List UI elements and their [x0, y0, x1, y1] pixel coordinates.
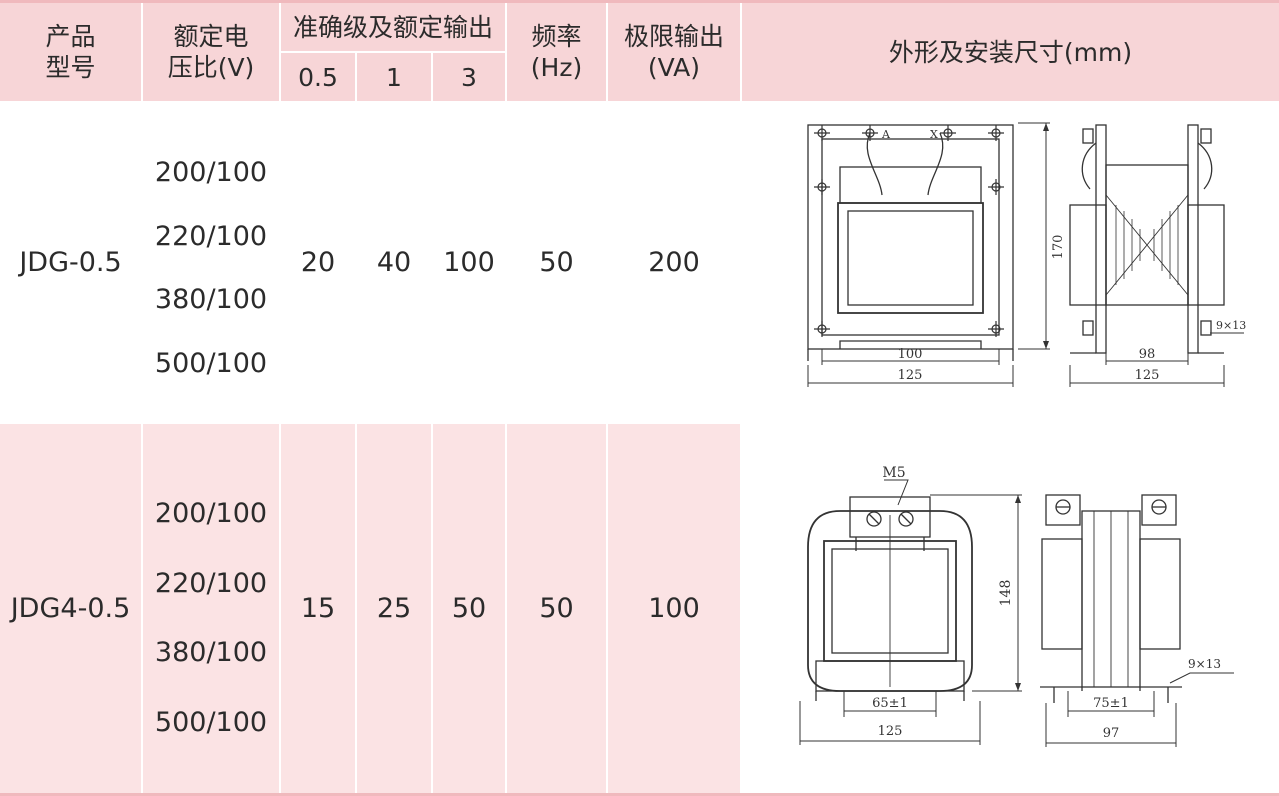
ratio-value: 220/100: [154, 220, 268, 252]
terminal-bolts: [814, 125, 1004, 337]
ratio-value: 380/100: [154, 637, 268, 669]
limit-output-cell: 100: [648, 593, 700, 624]
output-class-1: 40: [376, 247, 412, 278]
header-ratio: 额定电 压比(V): [143, 3, 279, 101]
ratio-value: 200/100: [154, 498, 268, 529]
output-class-1: 25: [376, 593, 412, 624]
front-view: [807, 124, 1014, 361]
model-cell: JDG-0.5: [19, 247, 122, 278]
slot-dimension: 9×13: [1188, 657, 1221, 671]
height-dimension: 148: [998, 580, 1014, 607]
side-width-dimension: 97: [1103, 726, 1120, 741]
header-accuracy-class-2: 3: [433, 53, 505, 101]
header-accuracy-group: 准确级及额定输出: [281, 3, 505, 51]
table-row: [0, 101, 1279, 424]
front-width-dimension: 125: [898, 368, 923, 383]
front-mount-dimension: 65±1: [872, 696, 908, 711]
terminal-a-label: A: [881, 128, 891, 141]
output-class-2: 100: [443, 247, 495, 278]
side-mount-dimension: 98: [1139, 347, 1156, 362]
terminal-x-label: X: [930, 128, 938, 141]
header-frequency: 频率 (Hz): [507, 3, 606, 101]
header-dimensions: 外形及安装尺寸(mm): [742, 3, 1279, 101]
screw-label: M5: [882, 465, 905, 481]
height-dimension: 170: [1051, 235, 1066, 260]
output-class-2: 50: [451, 593, 487, 624]
side-view: [1069, 124, 1225, 354]
side-view: [1040, 494, 1182, 703]
ratio-value: 380/100: [154, 284, 268, 316]
ratio-value: 220/100: [154, 567, 268, 599]
limit-output-cell: 200: [648, 247, 700, 278]
front-view: [807, 496, 973, 701]
header-accuracy-class-1: 1: [357, 53, 431, 101]
frequency-cell: 50: [539, 247, 574, 278]
table-top-border: [0, 0, 1279, 3]
ratio-value: 500/100: [154, 347, 268, 379]
output-class-0: 20: [300, 247, 336, 278]
header-accuracy-class-0: 0.5: [281, 53, 355, 101]
slot-dimension: 9×13: [1216, 319, 1246, 332]
ratio-list: 200/100 220/100 380/100 500/100: [143, 498, 279, 738]
side-width-dimension: 125: [1135, 368, 1160, 383]
header-model: 产品 型号: [0, 3, 141, 101]
front-mount-dimension: 100: [898, 347, 923, 362]
jdg-0.5-outline-drawing: A X 170 100 125 9×13 98 125: [807, 122, 1246, 387]
ratio-list: 200/100 220/100 380/100 500/100: [143, 157, 279, 379]
side-mount-dimension: 75±1: [1093, 696, 1129, 711]
output-class-0: 15: [300, 593, 336, 624]
ratio-value: 200/100: [154, 157, 268, 188]
ratio-value: 500/100: [154, 706, 268, 738]
model-cell: JDG4-0.5: [10, 593, 131, 624]
frequency-cell: 50: [539, 593, 574, 624]
front-width-dimension: 125: [878, 724, 903, 739]
table-bottom-border: [0, 793, 1279, 796]
jdg4-0.5-outline-drawing: M5 148 65±1 125 9×13 75±1 97: [799, 465, 1234, 747]
header-limit-output: 极限输出 (VA): [608, 3, 740, 101]
